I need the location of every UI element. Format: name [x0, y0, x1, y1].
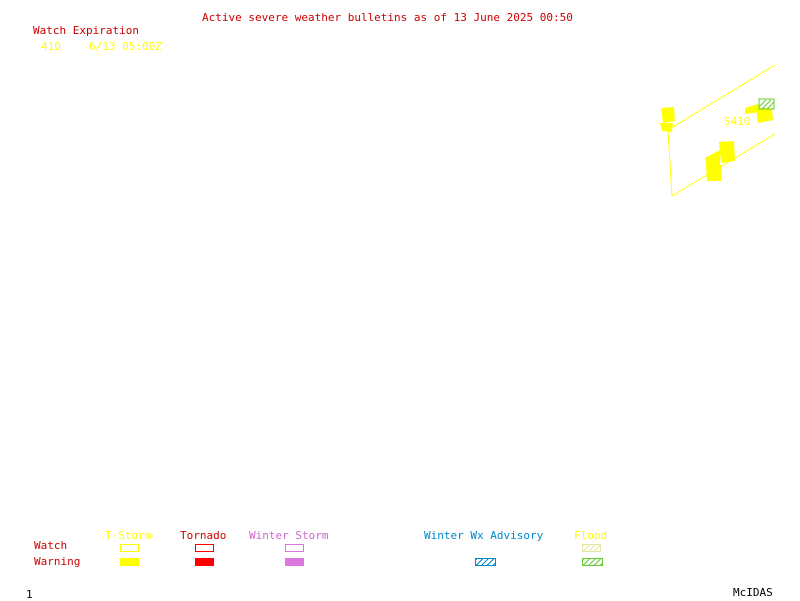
legend-watch-row-label: Watch [34, 539, 68, 552]
watch-expiration-heading: Watch Expiration [33, 24, 139, 37]
frame-number: 1 [26, 588, 33, 601]
legend-winter-advisory-label: Winter Wx Advisory [424, 529, 544, 542]
winter-storm-watch-swatch [285, 544, 304, 552]
flood-watch-swatch [582, 544, 601, 552]
watch-expiration-time: 6/13 05:00Z [89, 40, 162, 53]
watch-number: 410 [41, 40, 61, 53]
tornado-warning-swatch [195, 558, 214, 566]
legend-flood-label: Flood [574, 529, 608, 542]
watch-box-label: S410 [724, 115, 751, 128]
winter-storm-warning-swatch [285, 558, 304, 566]
flood-warning-swatch [582, 558, 603, 566]
legend-tornado-label: Tornado [180, 529, 227, 542]
legend-tstorm-label: T-Storm [105, 529, 152, 542]
tornado-watch-swatch [195, 544, 214, 552]
watch-box-outline [667, 64, 776, 197]
mcidas-brand: McIDAS [733, 586, 773, 599]
legend-warning-row-label: Warning [34, 555, 81, 568]
tstorm-watch-swatch [120, 544, 139, 552]
bulletin-title: Active severe weather bulletins as of 13… [202, 11, 573, 24]
tstorm-warning-swatch [120, 558, 139, 566]
legend-winter-storm-label: Winter Storm [249, 529, 329, 542]
flood-warning-area [758, 98, 775, 110]
winter-advisory-warning-swatch [475, 558, 496, 566]
tstorm-warning-areas [660, 104, 773, 181]
